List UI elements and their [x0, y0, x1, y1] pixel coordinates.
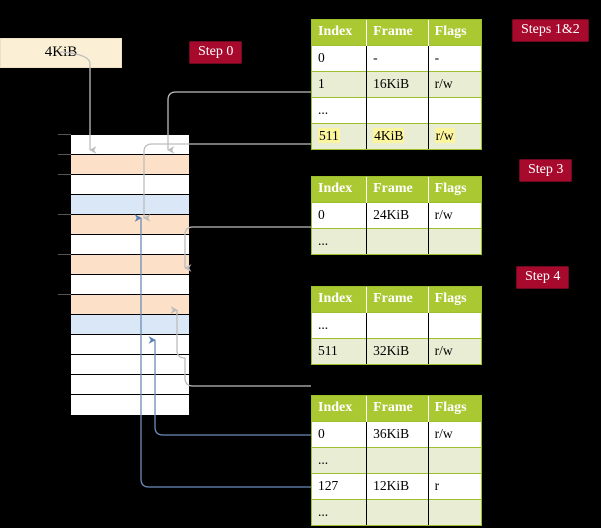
cell-frame	[366, 312, 429, 339]
cell-index: 0	[312, 45, 368, 72]
step-badge-4: Step 4	[516, 266, 570, 289]
column-header-flags: Flags	[428, 177, 481, 203]
cell-index: ...	[312, 97, 368, 124]
cell-index: 511	[312, 123, 368, 149]
cell-frame: 12KiB	[366, 473, 429, 500]
highlighted-value: r/w	[434, 128, 455, 143]
column-header-index: Index	[312, 287, 368, 313]
step-badge-0: Step 0	[189, 41, 243, 64]
table-row: ...	[312, 228, 481, 254]
memory-tick-4	[58, 254, 71, 255]
memory-frame-4	[71, 215, 189, 235]
highlighted-value: 511	[318, 128, 340, 143]
highlighted-value: 4KiB	[373, 128, 405, 143]
column-header-flags: Flags	[428, 287, 481, 313]
table-row: ...	[312, 97, 481, 124]
column-header-flags: Flags	[428, 396, 481, 422]
memory-tick-0	[58, 134, 71, 135]
memory-frame-6	[71, 255, 189, 275]
cell-index: 127	[312, 473, 368, 500]
column-header-flags: Flags	[428, 20, 481, 46]
size-label-4kib: 4KiB	[0, 38, 122, 68]
cell-frame	[366, 97, 429, 124]
step-badge-1-2: Steps 1&2	[512, 19, 589, 42]
column-header-index: Index	[312, 20, 368, 46]
cell-index: 511	[312, 338, 368, 364]
memory-frame-1	[71, 155, 189, 175]
table-row: ...	[312, 499, 481, 525]
cell-flags: -	[428, 45, 481, 72]
cell-index: ...	[312, 499, 368, 525]
memory-frame-10	[71, 335, 189, 355]
wire-level2-entry-in	[176, 349, 311, 387]
column-header-frame: Frame	[366, 177, 429, 203]
memory-frame-3	[71, 195, 189, 215]
cell-frame	[366, 447, 429, 474]
table-row: ...	[312, 447, 481, 474]
cell-frame: 16KiB	[366, 71, 429, 98]
table-row: ...	[312, 312, 481, 339]
physical-memory-column	[70, 134, 190, 416]
cell-flags: r/w	[428, 338, 481, 364]
cell-flags	[428, 97, 481, 124]
memory-frame-2	[71, 175, 189, 195]
memory-tick-1	[58, 154, 71, 155]
table-row: 0--	[312, 45, 481, 72]
column-header-index: Index	[312, 177, 368, 203]
cell-frame: -	[366, 45, 429, 72]
cell-index: ...	[312, 447, 368, 474]
cell-frame: 4KiB	[366, 123, 429, 149]
wire-level4-entry-in	[167, 91, 311, 101]
column-header-frame: Frame	[366, 20, 429, 46]
memory-frame-5	[71, 235, 189, 255]
column-header-frame: Frame	[366, 396, 429, 422]
column-header-frame: Frame	[366, 287, 429, 313]
memory-frame-0	[71, 135, 189, 155]
memory-frame-12	[71, 375, 189, 395]
wire-level3-to-level2	[184, 226, 311, 272]
cell-frame	[366, 499, 429, 525]
cell-flags	[428, 312, 481, 339]
cell-index: 1	[312, 71, 368, 98]
column-header-index: Index	[312, 396, 368, 422]
cell-frame: 36KiB	[366, 421, 429, 448]
cell-flags: r/w	[428, 421, 481, 448]
cell-flags	[428, 447, 481, 474]
memory-frame-8	[71, 295, 189, 315]
memory-frame-7	[71, 275, 189, 295]
table-row: 511 4KiB r/w	[312, 123, 481, 149]
cell-flags: r/w	[428, 71, 481, 98]
cell-frame: 32KiB	[366, 338, 429, 364]
step-badge-3: Step 3	[519, 159, 573, 182]
cell-frame: 24KiB	[366, 202, 429, 229]
cell-index: 0	[312, 202, 368, 229]
cell-index: 0	[312, 421, 368, 448]
memory-tick-3	[58, 214, 71, 215]
cell-flags	[428, 228, 481, 254]
memory-frame-13	[71, 395, 189, 415]
memory-tick-5	[58, 294, 71, 295]
cell-flags	[428, 499, 481, 525]
cell-index: ...	[312, 228, 368, 254]
memory-frame-11	[71, 355, 189, 375]
cell-flags: r	[428, 473, 481, 500]
memory-tick-2	[58, 174, 71, 175]
cell-index: ...	[312, 312, 368, 339]
cell-frame	[366, 228, 429, 254]
cell-flags: r/w	[428, 123, 481, 149]
cell-flags: r/w	[428, 202, 481, 229]
memory-frame-9	[71, 315, 189, 335]
